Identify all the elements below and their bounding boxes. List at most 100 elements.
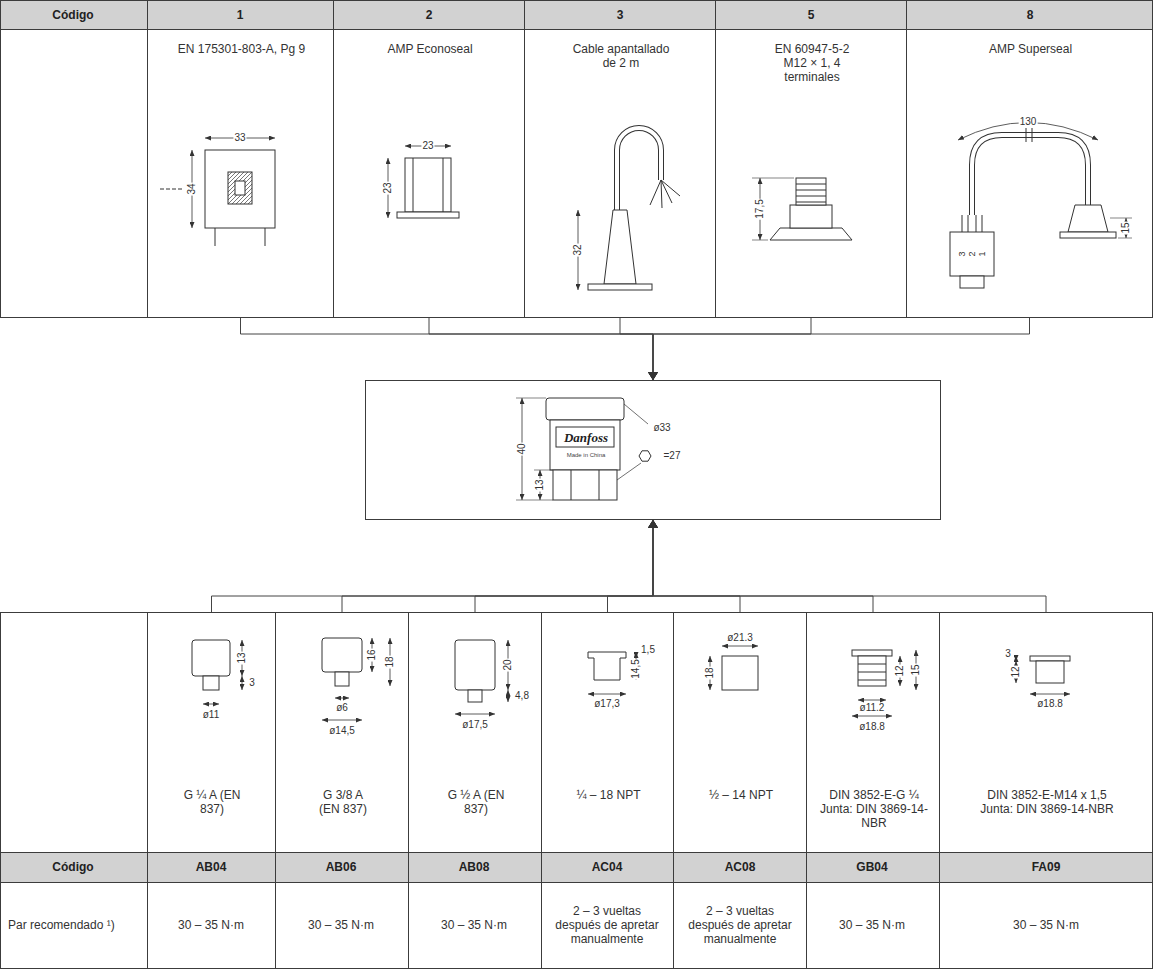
dimension-label: ø11	[202, 710, 221, 720]
dimension-label: ø17,5	[461, 720, 489, 730]
connector-drawing	[604, 210, 636, 284]
torque-cell: 2 – 3 vueltas después de apretar manualm…	[685, 904, 795, 946]
dimension-line	[335, 698, 349, 699]
connector-drawing	[1032, 128, 1033, 142]
dimension-label: 1,5	[640, 645, 656, 655]
transmitter-drawing	[534, 470, 553, 471]
option-text: DIN 3852-E-G ¼ Junta: DIN 3869-14-NBR	[813, 788, 935, 830]
connector-drawing	[962, 215, 963, 232]
thread-option-cell: G ¼ A (EN 837)	[147, 612, 276, 853]
connector-option-cell: EN 60947-5-2 M12 × 1, 4 terminales	[715, 29, 907, 318]
option-text: EN 175301-803-A, Pg 9	[153, 42, 330, 56]
connector-drawing	[960, 276, 984, 288]
merge-arrow	[620, 318, 653, 380]
connector-drawing	[968, 215, 969, 232]
dimension-label: 130	[1019, 117, 1038, 127]
merge-arrow	[241, 318, 654, 380]
dimension-line	[203, 704, 219, 705]
table-grid	[1, 1, 1153, 318]
torque-cell: 30 – 35 N·m	[280, 918, 403, 932]
dimension-label: ø17,3	[593, 699, 621, 709]
dimension-line	[1016, 656, 1017, 661]
thread-drawing	[1030, 656, 1070, 661]
connector-drawing	[617, 128, 661, 210]
header-cell: 8	[1027, 9, 1034, 21]
merge-arrow	[475, 520, 653, 612]
torque-cell: 30 – 35 N·m	[946, 918, 1146, 932]
transmitter-drawing	[556, 427, 614, 447]
merge-arrow	[212, 520, 654, 612]
dimension-label: 13	[237, 651, 247, 664]
dimension-label: 40	[517, 442, 527, 455]
origin-mark: Made in China	[557, 452, 615, 459]
connector-drawing	[205, 150, 275, 228]
code-cell: FA09	[1032, 861, 1061, 873]
thread-drawing	[335, 672, 349, 686]
header-cell: Código	[52, 9, 93, 21]
header-cell: 1	[237, 9, 244, 21]
table-grid	[0, 0, 1153, 29]
transmitter-drawing	[550, 420, 620, 470]
connector-drawing	[405, 158, 451, 212]
thread-option-cell: G ½ A (EN 837)	[408, 612, 542, 853]
table-grid	[0, 882, 1153, 883]
thread-drawing	[852, 650, 892, 656]
connector-drawing	[1068, 205, 1108, 232]
connector-drawing	[790, 205, 832, 228]
merge-arrow	[608, 520, 654, 612]
option-text: AMP Econoseal	[339, 42, 521, 56]
dimension-label: ø33	[652, 423, 671, 433]
transmitter-drawing	[553, 470, 617, 500]
option-text: ¼ – 18 NPT	[548, 788, 669, 802]
dimension-label: ø14,5	[328, 726, 356, 736]
dimension-label: ø18.8	[858, 722, 886, 732]
thread-option-cell: DIN 3852-E-G ¼ Junta: DIN 3869-14-NBR	[806, 612, 940, 853]
header-cell: 3	[617, 9, 624, 21]
connector-drawing	[235, 181, 245, 195]
torque-cell: 30 – 35 N·m	[152, 918, 270, 932]
connector-drawing	[1060, 232, 1116, 238]
merge-arrow	[653, 318, 1030, 380]
code-cell: AB04	[196, 861, 227, 873]
thread-drawing	[858, 672, 886, 673]
connector-drawing	[796, 178, 826, 205]
dimension-label: 12	[1011, 665, 1021, 678]
dimension-label: 13	[535, 478, 545, 491]
connector-drawing	[1026, 128, 1027, 142]
thread-drawing	[1036, 661, 1064, 683]
connector-option-cell: AMP Superseal	[906, 29, 1153, 318]
dimension-line	[722, 646, 758, 647]
thread-drawing	[192, 640, 230, 676]
connector-drawing	[160, 128, 1132, 290]
pin-number: 2	[968, 250, 977, 257]
dimension-label: 3	[248, 678, 256, 688]
connector-drawing	[413, 158, 414, 212]
dimension-line	[636, 652, 637, 658]
connector-drawing	[443, 158, 444, 212]
dimension-label: 14,5	[631, 658, 641, 679]
thread-drawing	[468, 690, 482, 702]
code-cell: AC08	[725, 861, 756, 873]
merge-arrow	[653, 520, 740, 612]
option-text: Cable apantallado de 2 m	[566, 42, 676, 70]
connector-drawing	[265, 228, 266, 246]
dimension-label: ø18.8	[1036, 699, 1064, 709]
connector-drawing	[796, 196, 826, 197]
dimension-line	[858, 700, 886, 701]
option-text: DIN 3852-E-M14 x 1,5 Junta: DIN 3869-14-…	[977, 788, 1117, 816]
dimension-label: 3	[1004, 649, 1012, 659]
connector-option-cell: Cable apantallado de 2 m	[524, 29, 716, 318]
pin-number: 3	[958, 250, 967, 257]
thread-drawing	[722, 656, 758, 690]
connector-option-cell: AMP Econoseal	[333, 29, 525, 318]
code-cell: AB08	[459, 861, 490, 873]
row-header: Par recomendado ¹)	[8, 918, 138, 932]
brand-logo: Danfoss	[557, 429, 615, 447]
connector-drawing	[1110, 218, 1132, 219]
connector-drawing	[661, 180, 662, 208]
connector-drawing	[661, 180, 672, 203]
dimension-label: 4,8	[514, 691, 530, 701]
thread-drawing	[322, 638, 362, 672]
